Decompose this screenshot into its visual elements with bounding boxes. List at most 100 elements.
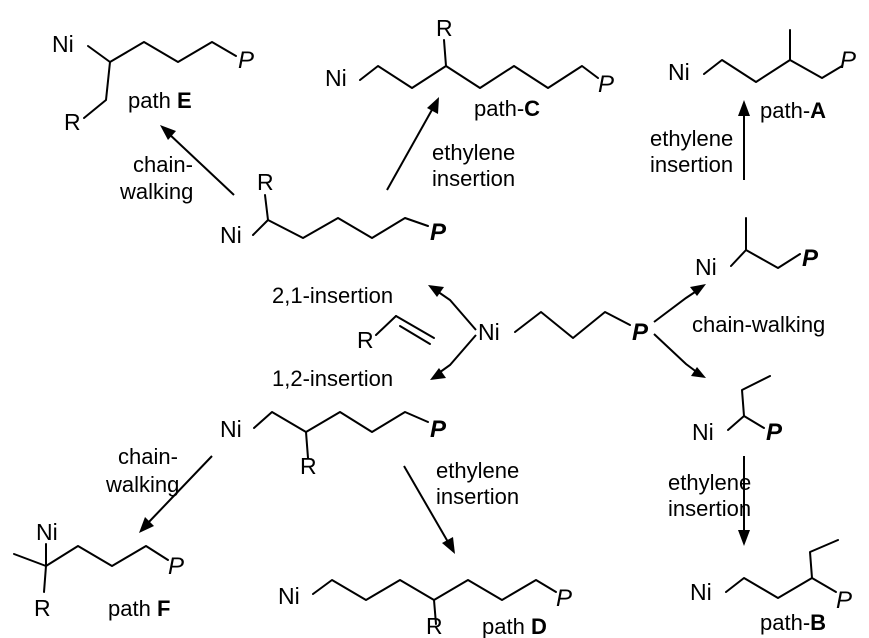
pa-ni-label: Ni bbox=[668, 59, 690, 85]
label-chain-f-1: chain- bbox=[118, 444, 178, 469]
label-ethylene-c-2: insertion bbox=[432, 166, 515, 191]
cwl-p-bond bbox=[743, 415, 765, 429]
start-complex: Ni P bbox=[478, 311, 649, 346]
arrow-21-insertion bbox=[433, 288, 477, 331]
pf-r-label: R bbox=[34, 595, 51, 621]
alkene-double-bond-2 bbox=[399, 325, 431, 345]
label-ethylene-d-1: ethylene bbox=[436, 458, 519, 483]
path-d-letter: D bbox=[531, 614, 547, 638]
arrow-f-shaft bbox=[146, 455, 213, 525]
label-21-insertion: 2,1-insertion bbox=[272, 283, 393, 308]
pb-ni-label: Ni bbox=[690, 579, 712, 605]
start-chain-bonds bbox=[514, 311, 631, 339]
arrowhead-12 bbox=[430, 368, 446, 380]
arrow-chainwalk-down bbox=[653, 333, 699, 374]
label-ethylene-a-2: insertion bbox=[650, 152, 733, 177]
label-chain-f-2: walking bbox=[105, 472, 179, 497]
p12-ni-label: Ni bbox=[220, 416, 242, 442]
label-path-a: path-A bbox=[760, 98, 826, 123]
alkene-single-bond bbox=[375, 315, 397, 336]
product-path-c: Ni R P bbox=[325, 15, 614, 98]
arrow-chainwalk-up bbox=[653, 289, 699, 323]
pe-r-label: R bbox=[64, 109, 81, 135]
pa-p-label: P bbox=[840, 47, 856, 74]
label-12-insertion: 1,2-insertion bbox=[272, 366, 393, 391]
label-ethylene-b-2: insertion bbox=[668, 496, 751, 521]
arrowhead-e bbox=[160, 125, 176, 140]
alkene-monomer: R bbox=[357, 315, 435, 353]
pf-methyl-bond bbox=[13, 553, 47, 567]
arrow-to-path-f bbox=[139, 455, 213, 533]
p21-chain-bonds bbox=[252, 217, 429, 239]
arrow-to-path-a bbox=[738, 100, 750, 180]
arrow-c-shaft bbox=[386, 107, 434, 191]
cwl-ethyl-bonds bbox=[727, 375, 771, 431]
pd-r-bond bbox=[433, 599, 437, 625]
p12-r-label: R bbox=[300, 453, 317, 479]
label-path-f: path F bbox=[108, 596, 170, 621]
product-path-e: Ni R P bbox=[52, 31, 254, 135]
arrow-e-shaft bbox=[167, 132, 235, 196]
p12-p-label: P bbox=[430, 416, 447, 443]
arrowhead-a bbox=[738, 100, 750, 116]
path-b-letter: B bbox=[810, 610, 826, 635]
insertion-arrows bbox=[428, 285, 477, 380]
label-ethylene-c-1: ethylene bbox=[432, 140, 515, 165]
pc-r-label: R bbox=[436, 15, 453, 41]
arrow-to-path-d bbox=[403, 465, 455, 554]
p12-chain-bonds bbox=[253, 411, 429, 433]
arrowhead-f bbox=[139, 517, 154, 533]
alkene-double-bond-1 bbox=[395, 315, 435, 339]
arrow-to-path-c bbox=[386, 97, 439, 191]
p21-p-label: P bbox=[430, 219, 447, 246]
label-path-e: path E bbox=[128, 88, 192, 113]
pa-chain-bonds bbox=[703, 59, 843, 83]
product-21-insertion: Ni R P bbox=[220, 169, 447, 248]
pb-p-bond bbox=[811, 577, 837, 593]
pe-ni-bond bbox=[87, 45, 111, 63]
pe-branch-bonds bbox=[83, 61, 111, 119]
path-a-prefix: path- bbox=[760, 98, 810, 123]
product-12-insertion: Ni R P bbox=[220, 411, 447, 479]
label-path-d: path D bbox=[482, 614, 547, 638]
pd-p-label: P bbox=[556, 585, 572, 612]
cwl-p-label: P bbox=[766, 419, 783, 446]
pc-ni-label: Ni bbox=[325, 65, 347, 91]
arrowhead-chainwalk-down bbox=[691, 367, 706, 378]
arrow-to-path-e bbox=[160, 125, 235, 196]
path-e-prefix: path bbox=[128, 88, 177, 113]
chain-walking-arrows-right bbox=[653, 284, 706, 378]
alkene-r-label: R bbox=[357, 327, 374, 353]
p21-r-label: R bbox=[257, 169, 274, 195]
product-path-d: Ni R P bbox=[278, 579, 572, 638]
start-p-label: P bbox=[632, 319, 649, 346]
pd-ni-label: Ni bbox=[278, 583, 300, 609]
pf-p-label: P bbox=[168, 553, 184, 580]
label-chain-e-1: chain- bbox=[133, 152, 193, 177]
arrowhead-d bbox=[442, 537, 455, 554]
label-path-c: path-C bbox=[474, 96, 540, 121]
pe-ni-label: Ni bbox=[52, 31, 74, 57]
label-ethylene-b-1: ethylene bbox=[668, 470, 751, 495]
pb-p-label: P bbox=[836, 587, 852, 614]
product-path-b: Ni P bbox=[690, 539, 852, 614]
pc-p-label: P bbox=[598, 71, 614, 98]
pf-ni-label: Ni bbox=[36, 519, 58, 545]
arrow-to-path-b bbox=[738, 456, 750, 546]
pb-chain-bonds bbox=[725, 539, 839, 599]
label-chain-walking-right: chain-walking bbox=[692, 312, 825, 337]
start-ni-label: Ni bbox=[478, 319, 500, 345]
label-ethylene-a-1: ethylene bbox=[650, 126, 733, 151]
path-c-letter: C bbox=[524, 96, 540, 121]
cwu-ni-label: Ni bbox=[695, 254, 717, 280]
product-chainwalk-upper: Ni P bbox=[695, 217, 819, 280]
product-chainwalk-lower: Ni P bbox=[692, 375, 783, 446]
path-d-prefix: path bbox=[482, 614, 531, 638]
cwl-ni-label: Ni bbox=[692, 419, 714, 445]
pc-chain-bonds bbox=[359, 65, 599, 89]
pf-r-bond bbox=[43, 565, 47, 593]
product-path-a: Ni P bbox=[668, 29, 856, 85]
pd-chain-bonds bbox=[312, 579, 557, 601]
label-chain-e-2: walking bbox=[119, 179, 193, 204]
